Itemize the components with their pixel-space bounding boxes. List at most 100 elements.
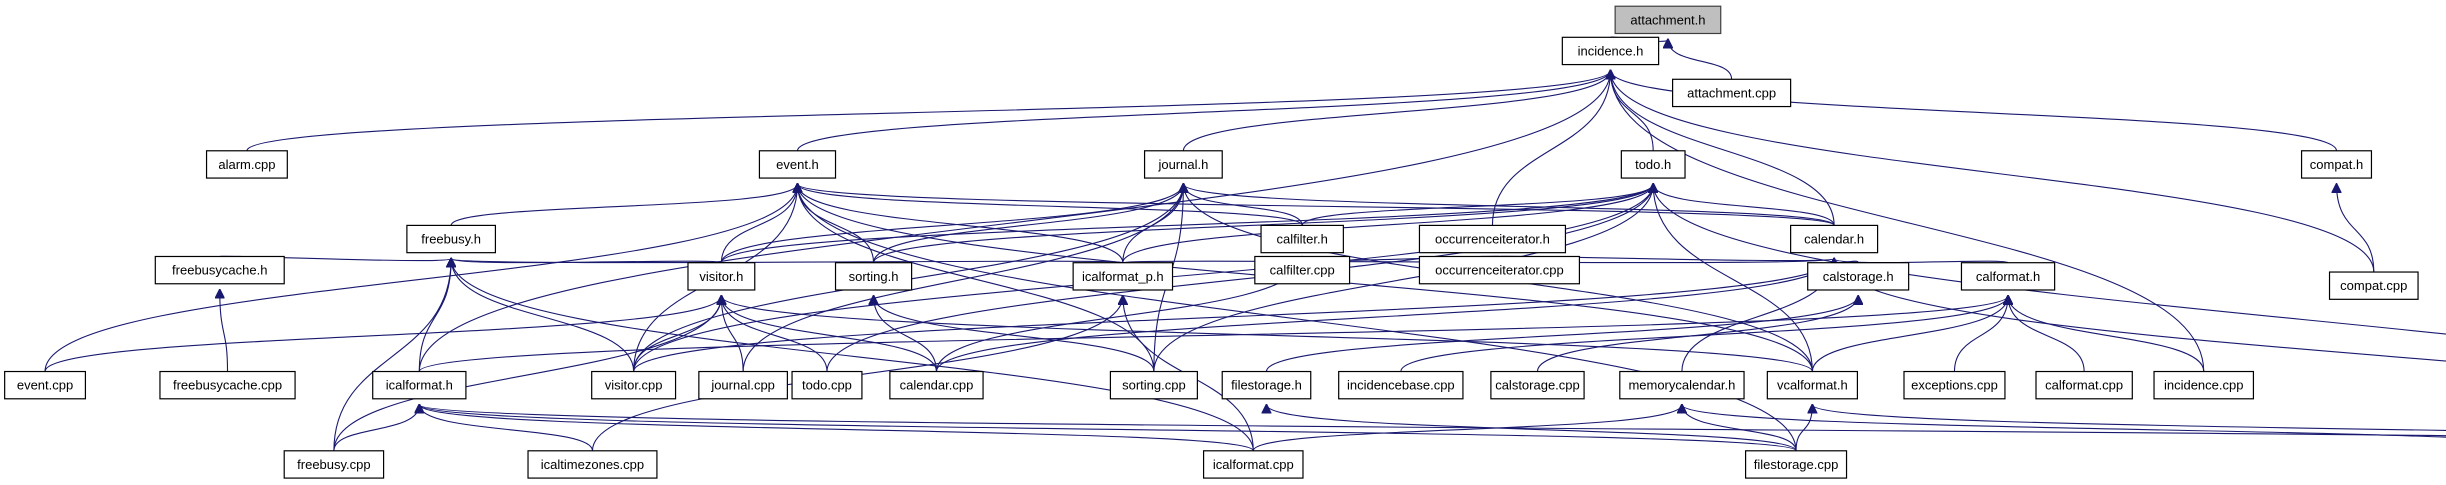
edge-memorycalendar_cpp-to-memorycalendar_h bbox=[1682, 405, 2446, 438]
node-journal-h[interactable]: journal.h bbox=[1143, 150, 1223, 179]
node-box bbox=[1671, 78, 1792, 108]
edge-icalformat_h-to-incidence_h bbox=[418, 71, 1610, 372]
node-box bbox=[2035, 370, 2133, 400]
node-label: event.h bbox=[776, 157, 819, 172]
node-label: calfilter.h bbox=[1277, 232, 1328, 247]
edge-journal_cpp-to-visitor_h bbox=[721, 296, 744, 372]
node-icaltimezones-cpp[interactable]: icaltimezones.cpp bbox=[527, 450, 658, 479]
node-compat-h[interactable]: compat.h bbox=[2300, 150, 2373, 179]
node-box bbox=[1202, 450, 1304, 479]
node-occurrenceiterator-cpp[interactable]: occurrenceiterator.cpp bbox=[1418, 255, 1581, 285]
node-icalformat-p-h[interactable]: icalformat_p.h bbox=[1072, 262, 1174, 291]
node-filestorage-cpp[interactable]: filestorage.cpp bbox=[1744, 450, 1848, 479]
node-todo-cpp[interactable]: todo.cpp bbox=[791, 370, 863, 400]
nodes-layer: attachment.h incidence.h attachment.cpp ala… bbox=[4, 5, 2419, 479]
node-event-h[interactable]: event.h bbox=[758, 150, 837, 179]
node-box bbox=[758, 150, 837, 179]
node-exceptions-cpp[interactable]: exceptions.cpp bbox=[1903, 370, 2006, 400]
node-incidencebase-cpp[interactable]: incidencebase.cpp bbox=[1338, 370, 1464, 400]
node-occurrenceiterator-h[interactable]: occurrenceiterator.h bbox=[1418, 224, 1567, 254]
node-sorting-cpp[interactable]: sorting.cpp bbox=[1109, 370, 1198, 400]
node-label: compat.cpp bbox=[2340, 278, 2407, 293]
node-visitor-h[interactable]: visitor.h bbox=[687, 262, 756, 291]
edge-visitor_cpp-to-visitor_h bbox=[633, 296, 722, 372]
node-journal-cpp[interactable]: journal.cpp bbox=[698, 370, 788, 400]
node-label: calendar.h bbox=[1804, 232, 1864, 247]
edge-exceptions_cpp-to-calformat_h bbox=[1953, 296, 2008, 372]
node-visitor-cpp[interactable]: visitor.cpp bbox=[591, 370, 677, 400]
node-calfilter-cpp[interactable]: calfilter.cpp bbox=[1254, 255, 1351, 285]
node-label: calformat.h bbox=[1976, 269, 2040, 284]
node-compat-cpp[interactable]: compat.cpp bbox=[2328, 271, 2419, 300]
edge-vcalformat_cpp-to-todo_h bbox=[1653, 184, 2446, 335]
node-calendar-h[interactable]: calendar.h bbox=[1790, 224, 1879, 254]
edge-filestorage_cpp-to-icalformat_h bbox=[419, 405, 1797, 452]
node-label: incidence.cpp bbox=[2164, 378, 2244, 393]
node-calformat-h[interactable]: calformat.h bbox=[1960, 262, 2056, 291]
edge-filestorage_cpp-to-memorycalendar_h bbox=[1682, 405, 1797, 451]
node-box bbox=[1620, 150, 1686, 179]
node-calfilter-h[interactable]: calfilter.h bbox=[1260, 224, 1344, 254]
node-calstorage-h[interactable]: calstorage.h bbox=[1807, 262, 1910, 291]
node-sorting-h[interactable]: sorting.h bbox=[834, 262, 913, 291]
node-box bbox=[1260, 224, 1344, 254]
edge-freebusy_cpp-to-visitor_h bbox=[333, 296, 721, 451]
node-label: attachment.h bbox=[1630, 12, 1705, 27]
node-label: icalformat.h bbox=[386, 378, 453, 393]
node-label: journal.h bbox=[1157, 157, 1208, 172]
node-event-cpp[interactable]: event.cpp bbox=[4, 370, 87, 400]
node-incidence-h[interactable]: incidence.h bbox=[1561, 36, 1660, 66]
node-calendar-cpp[interactable]: calendar.cpp bbox=[889, 370, 984, 400]
edge-compat_h-to-incidence_h bbox=[1610, 71, 2338, 151]
node-label: incidence.h bbox=[1578, 43, 1644, 58]
node-calstorage-cpp[interactable]: calstorage.cpp bbox=[1490, 370, 1585, 400]
edge-visitor_h-to-todo_h bbox=[720, 184, 1653, 263]
node-label: incidencebase.cpp bbox=[1347, 378, 1455, 393]
node-box bbox=[791, 370, 863, 400]
node-attachment-cpp[interactable]: attachment.cpp bbox=[1671, 78, 1792, 108]
edge-compat_cpp-to-incidence_h bbox=[1610, 71, 2375, 273]
node-freebusycache-h[interactable]: freebusycache.h bbox=[154, 255, 285, 285]
edge-calfilter_h-to-event_h bbox=[797, 184, 1303, 226]
node-calformat-cpp[interactable]: calformat.cpp bbox=[2035, 370, 2133, 400]
edge-visitor_h-to-event_h bbox=[720, 184, 797, 263]
node-box bbox=[372, 370, 467, 400]
node-icalformat-cpp[interactable]: icalformat.cpp bbox=[1202, 450, 1304, 479]
edge-sorting_h-to-journal_h bbox=[873, 184, 1184, 263]
edge-icalformat_p_h-to-todo_h bbox=[1122, 184, 1653, 263]
node-label: freebusy.h bbox=[421, 232, 481, 247]
node-box bbox=[406, 224, 497, 254]
node-label: calfilter.cpp bbox=[1270, 263, 1335, 278]
edge-visitor_cpp-to-freebusy_h bbox=[451, 259, 635, 372]
edge-icalformat_cpp-to-freebusy_h bbox=[451, 259, 1254, 451]
node-label: icaltimezones.cpp bbox=[541, 457, 644, 472]
edge-sorting_cpp-to-sorting_h bbox=[874, 296, 1155, 372]
edge-incidence_cpp-to-incidence_h bbox=[1610, 71, 2205, 372]
node-freebusy-cpp[interactable]: freebusy.cpp bbox=[283, 450, 385, 479]
node-memorycalendar-h[interactable]: memorycalendar.h bbox=[1619, 370, 1745, 400]
node-icalformat-h[interactable]: icalformat.h bbox=[372, 370, 467, 400]
node-label: attachment.cpp bbox=[1687, 85, 1776, 100]
node-attachment-h[interactable]: attachment.h bbox=[1614, 5, 1722, 35]
node-box bbox=[889, 370, 984, 400]
edge-journal_h-to-incidence_h bbox=[1182, 71, 1610, 151]
node-label: sorting.h bbox=[849, 269, 899, 284]
node-box bbox=[1221, 370, 1312, 400]
node-label: event.cpp bbox=[17, 378, 73, 393]
edge-calformat_cpp-to-calformat_h bbox=[2008, 296, 2085, 372]
node-box bbox=[2328, 271, 2419, 300]
node-incidence-cpp[interactable]: incidence.cpp bbox=[2153, 370, 2255, 400]
edge-incidencebase_cpp-to-calformat_h bbox=[1400, 296, 2008, 372]
node-box bbox=[1903, 370, 2006, 400]
edge-freebusycache_cpp-to-freebusycache_h bbox=[220, 290, 229, 372]
edge-vcalformat_cpp-to-icalformat_h bbox=[419, 405, 2446, 437]
node-freebusycache-cpp[interactable]: freebusycache.cpp bbox=[159, 370, 296, 400]
node-todo-h[interactable]: todo.h bbox=[1620, 150, 1686, 179]
node-filestorage-h[interactable]: filestorage.h bbox=[1221, 370, 1312, 400]
node-freebusy-h[interactable]: freebusy.h bbox=[406, 224, 497, 254]
node-box bbox=[1619, 370, 1745, 400]
node-box bbox=[205, 150, 288, 179]
node-alarm-cpp[interactable]: alarm.cpp bbox=[205, 150, 288, 179]
node-vcalformat-h[interactable]: vcalformat.h bbox=[1766, 370, 1859, 400]
edge-calendar_h-to-event_h bbox=[797, 184, 1835, 226]
